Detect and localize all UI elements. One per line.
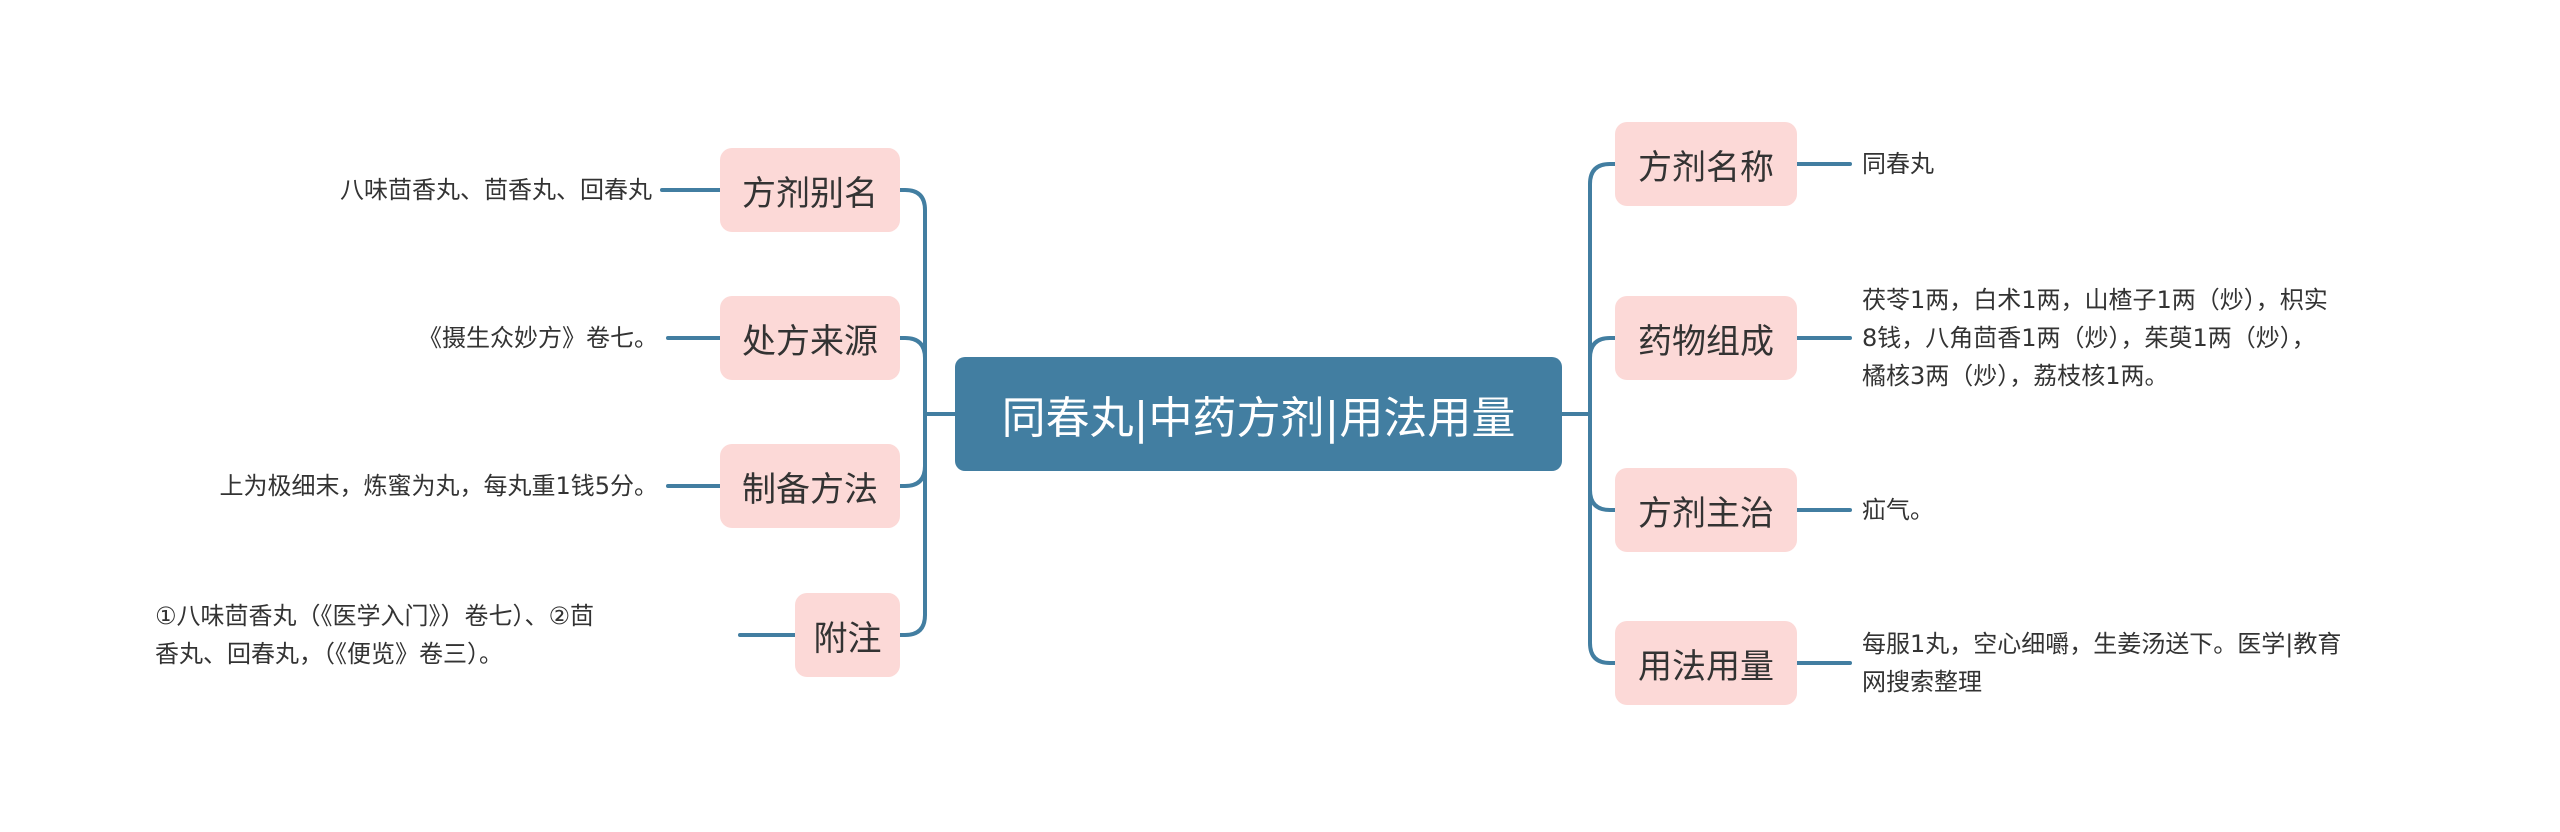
leaf-text-preparation: 上为极细末，炼蜜为丸，每丸重1钱5分。 [219,472,658,500]
branch-node-indication: 方剂主治 [1615,468,1797,552]
connector-left-4 [898,412,927,637]
leaf-text-indication: 疝气。 [1862,496,1934,524]
branch-node-notes: 附注 [795,593,900,677]
connector-left-2 [898,336,927,416]
leaf-text-name: 同春丸 [1862,150,1934,178]
connector-left-3 [898,412,927,488]
connector-right-4 [1588,412,1617,665]
leaf-line: 香丸、回春丸，（《便览》卷三）。 [155,640,503,668]
leaf-text-composition: 茯苓1两，白术1两，山楂子1两（炒），枳实 8钱，八角茴香1两（炒），茱萸1两（… [1862,281,2462,395]
connector-right-3 [1588,412,1617,512]
leaf-text-notes: ①八味茴香丸（《医学入门》）卷七）、②茴 香丸、回春丸，（《便览》卷三）。 [155,597,735,673]
leaf-text-usage: 每服1丸，空心细嚼，生姜汤送下。医学|教育 网搜索整理 [1862,625,2462,701]
leaf-text-alias: 八味茴香丸、茴香丸、回春丸 [340,176,652,204]
connector-left-1 [898,188,927,416]
branch-node-usage: 用法用量 [1615,621,1797,705]
connector-right-2 [1588,336,1617,416]
leaf-text-source: 《摄生众妙方》卷七。 [418,324,658,352]
leaf-line: 茯苓1两，白术1两，山楂子1两（炒），枳实 [1862,286,2328,314]
connector-right-1 [1588,162,1617,416]
leaf-line: ①八味茴香丸（《医学入门》）卷七）、②茴 [155,602,595,630]
leaf-line: 每服1丸，空心细嚼，生姜汤送下。医学|教育 [1862,630,2342,658]
root-node: 同春丸|中药方剂|用法用量 [955,357,1562,471]
branch-node-preparation: 制备方法 [720,444,900,528]
leaf-line: 橘核3两（炒），荔枝核1两。 [1862,362,2169,390]
branch-node-alias: 方剂别名 [720,148,900,232]
branch-node-composition: 药物组成 [1615,296,1797,380]
branch-node-name: 方剂名称 [1615,122,1797,206]
leaf-line: 网搜索整理 [1862,668,1982,696]
leaf-line: 8钱，八角茴香1两（炒），茱萸1两（炒）， [1862,324,2316,352]
branch-node-source: 处方来源 [720,296,900,380]
